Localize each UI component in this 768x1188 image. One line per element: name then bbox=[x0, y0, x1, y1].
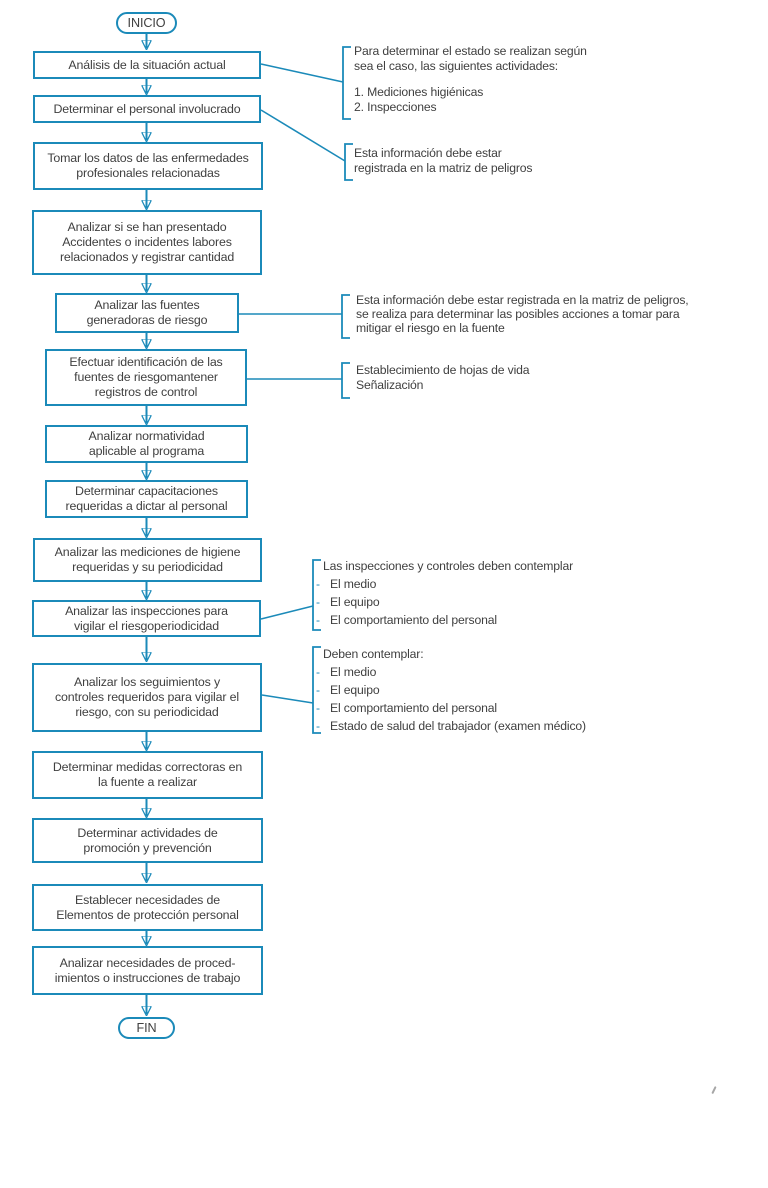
step-inspecciones: Analizar las inspecciones para vigilar e… bbox=[32, 600, 261, 637]
note-matriz-peligros: Esta información debe estar registrada e… bbox=[354, 146, 532, 176]
bullet-text: El medio bbox=[330, 665, 377, 679]
note-text: Señalización bbox=[356, 378, 424, 392]
connector-step11-note6 bbox=[261, 694, 314, 704]
note-hojas-vida: Establecimiento de hojas de vida Señaliz… bbox=[356, 363, 530, 393]
step-label: Analizar las inspecciones para vigilar e… bbox=[65, 603, 228, 633]
bullet-text: El equipo bbox=[330, 683, 380, 697]
step-elementos-proteccion: Establecer necesidades de Elementos de p… bbox=[32, 884, 263, 931]
note-text: Esta información debe estar bbox=[354, 146, 502, 160]
note-text: sea el caso, las siguientes actividades: bbox=[354, 59, 559, 73]
note-list-item: 2. Inspecciones bbox=[354, 100, 437, 114]
note-text: Esta información debe estar registrada e… bbox=[356, 293, 689, 307]
step-capacitaciones: Determinar capacitaciones requeridas a d… bbox=[45, 480, 248, 518]
bullet-item: - El comportamiento del personal bbox=[316, 699, 586, 717]
step-label: Determinar medidas correctoras en la fue… bbox=[52, 760, 243, 789]
note-text: mitigar el riesgo en la fuente bbox=[356, 321, 505, 335]
note-seguimientos-contemplar: Deben contemplar: - El medio - El equipo… bbox=[316, 645, 586, 735]
step-mediciones-higiene: Analizar las mediciones de higiene reque… bbox=[33, 538, 262, 582]
step-label: Análisis de la situación actual bbox=[68, 57, 226, 72]
bullet-text: El comportamiento del personal bbox=[330, 613, 497, 627]
note-numbered-list: 1. Mediciones higiénicas 2. Inspecciones bbox=[354, 85, 587, 115]
bracket-note4 bbox=[341, 362, 350, 399]
step-accidentes-incidentes: Analizar si se han presentado Accidentes… bbox=[32, 210, 262, 275]
note-list-item: 1. Mediciones higiénicas bbox=[354, 85, 484, 99]
bullet-text: El medio bbox=[330, 577, 377, 591]
step-identificacion-fuentes: Efectuar identificación de las fuentes d… bbox=[45, 349, 247, 406]
bullet-dash: - bbox=[316, 683, 320, 697]
note-heading: Las inspecciones y controles deben conte… bbox=[323, 559, 574, 573]
bullet-dash: - bbox=[316, 665, 320, 679]
end-label: FIN bbox=[136, 1021, 157, 1035]
note-text: Establecimiento de hojas de vida bbox=[356, 363, 530, 377]
step-label: Determinar capacitaciones requeridas a d… bbox=[65, 484, 228, 513]
note-text: Para determinar el estado se realizan se… bbox=[354, 44, 587, 58]
bullet-text: El comportamiento del personal bbox=[330, 701, 497, 715]
bullet-dash: - bbox=[316, 577, 320, 591]
step-datos-enfermedades: Tomar los datos de las enfermedades prof… bbox=[33, 142, 263, 190]
connector-step2-note2 bbox=[260, 109, 346, 162]
step-label: Analizar las fuentes generadoras de ries… bbox=[86, 298, 208, 327]
step-label: Analizar si se han presentado Accidentes… bbox=[59, 220, 235, 264]
connector-step10-note5 bbox=[260, 605, 314, 620]
note-inspecciones-contemplar: Las inspecciones y controles deben conte… bbox=[316, 557, 573, 629]
start-terminator: INICIO bbox=[116, 12, 177, 34]
step-normatividad: Analizar normatividad aplicable al progr… bbox=[45, 425, 248, 463]
note-actividades-estado: Para determinar el estado se realizan se… bbox=[354, 44, 587, 115]
step-fuentes-riesgo: Analizar las fuentes generadoras de ries… bbox=[55, 293, 239, 333]
step-label: Analizar normatividad aplicable al progr… bbox=[88, 429, 205, 458]
bullet-dash: - bbox=[316, 701, 320, 715]
note-heading: Deben contemplar: bbox=[323, 647, 424, 661]
bullet-dash: - bbox=[316, 613, 320, 627]
step-determinar-personal: Determinar el personal involucrado bbox=[33, 95, 261, 123]
bullet-item: - El comportamiento del personal bbox=[316, 611, 573, 629]
step-label: Analizar necesidades de proced- imientos… bbox=[54, 955, 241, 985]
bracket-note3 bbox=[341, 294, 350, 339]
step-promocion-prevencion: Determinar actividades de promoción y pr… bbox=[32, 818, 263, 863]
note-text: se realiza para determinar las posibles … bbox=[356, 307, 680, 321]
bullet-item: - El medio bbox=[316, 575, 573, 593]
step-label: Determinar el personal involucrado bbox=[53, 101, 241, 116]
connector-step1-note1 bbox=[260, 63, 344, 83]
bullet-item: - El equipo bbox=[316, 593, 573, 611]
step-label: Tomar los datos de las enfermedades prof… bbox=[47, 151, 249, 180]
step-seguimientos-controles: Analizar los seguimientos y controles re… bbox=[32, 663, 262, 732]
step-label: Determinar actividades de promoción y pr… bbox=[77, 825, 218, 855]
step-label: Establecer necesidades de Elementos de p… bbox=[56, 892, 239, 922]
step-medidas-correctoras: Determinar medidas correctoras en la fue… bbox=[32, 751, 263, 799]
step-procedimientos-trabajo: Analizar necesidades de proced- imientos… bbox=[32, 946, 263, 995]
step-label: Efectuar identificación de las fuentes d… bbox=[69, 355, 223, 399]
bullet-item: - El equipo bbox=[316, 681, 586, 699]
bullet-dash: - bbox=[316, 719, 320, 733]
stray-mark bbox=[711, 1086, 717, 1094]
step-label: Analizar las mediciones de higiene reque… bbox=[54, 545, 241, 574]
bullet-item: - El medio bbox=[316, 663, 586, 681]
bracket-note2 bbox=[344, 143, 353, 181]
bullet-text: El equipo bbox=[330, 595, 380, 609]
step-label: Analizar los seguimientos y controles re… bbox=[55, 675, 239, 719]
note-text: registrada en la matriz de peligros bbox=[354, 161, 533, 175]
note-matriz-peligros-fuente: Esta información debe estar registrada e… bbox=[356, 293, 689, 335]
end-terminator: FIN bbox=[118, 1017, 175, 1039]
step-analisis-situacion-actual: Análisis de la situación actual bbox=[33, 51, 261, 79]
start-label: INICIO bbox=[127, 16, 166, 30]
bullet-text: Estado de salud del trabajador (examen m… bbox=[330, 719, 586, 733]
bullet-item: - Estado de salud del trabajador (examen… bbox=[316, 717, 586, 735]
bracket-note1 bbox=[342, 46, 351, 120]
bullet-dash: - bbox=[316, 595, 320, 609]
